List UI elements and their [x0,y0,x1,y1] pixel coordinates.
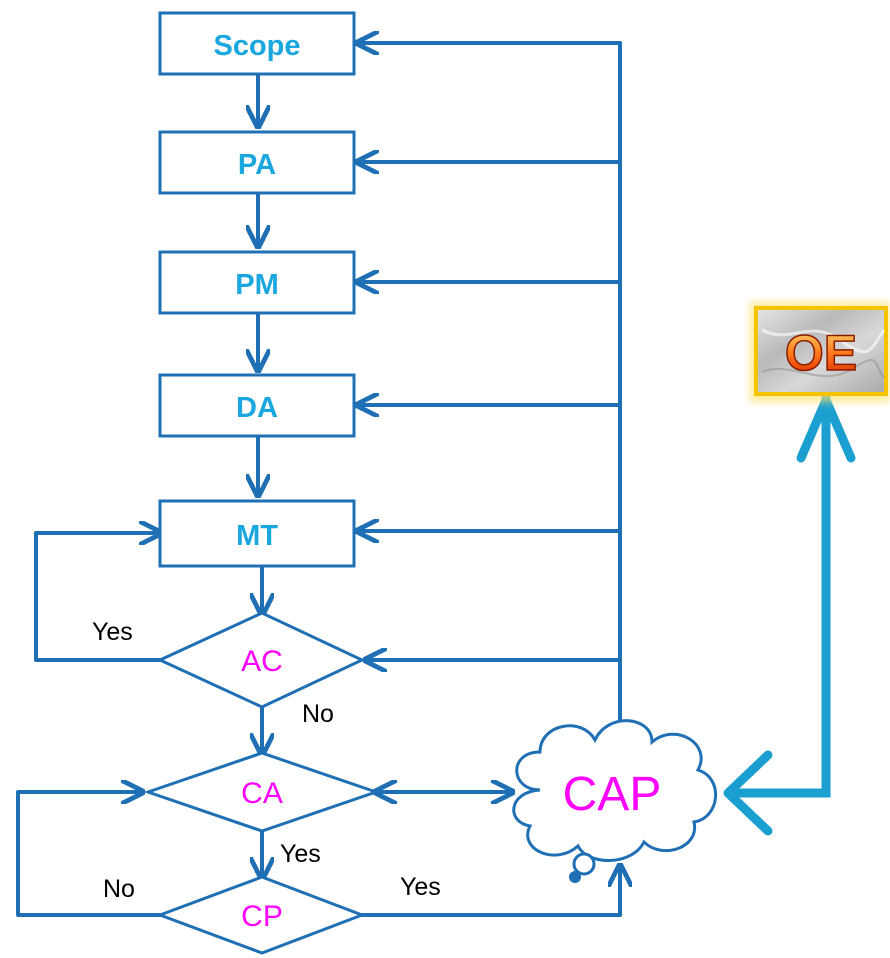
edge-label-ac-no: No [302,700,334,728]
cap-cloud: CAP [512,719,717,883]
svg-text:DA: DA [236,392,278,424]
svg-text:CA: CA [241,777,283,810]
ac-yes-loop [34,533,160,662]
svg-text:CAP: CAP [563,768,662,821]
cp-no-loop [16,792,162,917]
process-box-mt: MT [158,499,356,568]
decision-ca: CA [143,751,381,833]
svg-text:CP: CP [241,900,283,933]
cap-oe-link [728,380,831,798]
cp-yes-link [360,868,620,917]
edge-label-cp-no: No [103,875,135,903]
svg-text:AC: AC [241,645,283,678]
svg-text:OE: OE [785,325,857,381]
feedback-bus [360,43,622,732]
svg-text:PA: PA [238,149,276,181]
svg-text:MT: MT [236,520,278,552]
edge-label-ca-yes: Yes [280,840,321,868]
process-box-pa: PA [158,130,356,195]
decision-cp: CP [155,875,367,955]
svg-text:PM: PM [235,269,279,301]
process-box-pm: PM [158,250,356,315]
svg-text:Scope: Scope [213,30,300,62]
oe-badge: OE [750,302,890,402]
edge-label-cp-yes: Yes [400,873,441,901]
edge-label-ac-yes: Yes [92,618,133,646]
decision-ac: AC [156,611,366,709]
process-box-scope: Scope [158,11,356,76]
process-box-da: DA [158,373,356,438]
main-flow-arrows [258,72,262,876]
